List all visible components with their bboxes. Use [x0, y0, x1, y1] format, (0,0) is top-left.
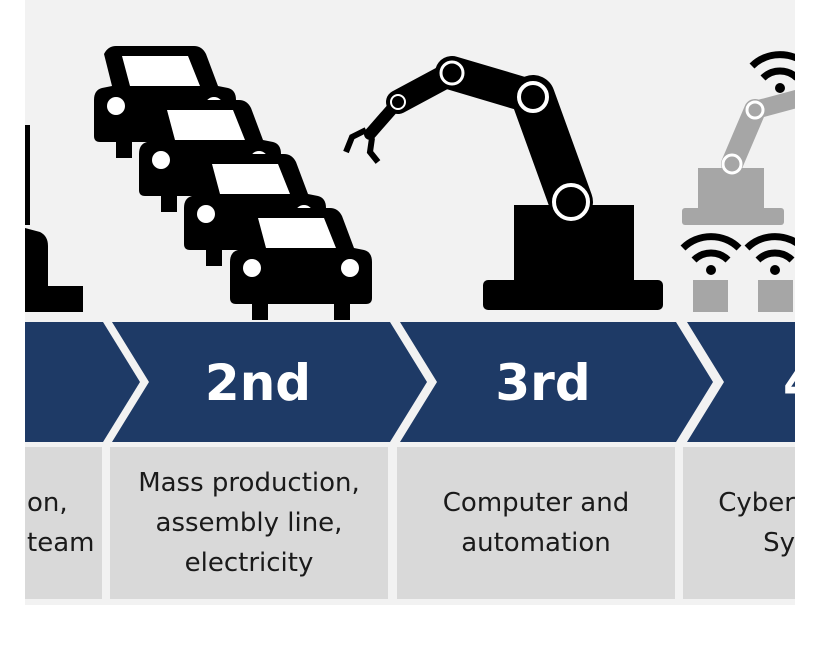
chevron-stage-4	[687, 322, 795, 442]
desc-line: assembly line,	[155, 508, 343, 538]
desc-line: Computer and	[442, 488, 630, 518]
stage-3-description: Computer and automation	[397, 447, 675, 599]
chevron-stage-3	[400, 322, 713, 442]
desc-line: Mass production,	[138, 468, 360, 498]
desc-line: Cyber	[718, 488, 795, 518]
stage-label-2nd: 2nd	[205, 354, 311, 412]
stage-label-3rd: 3rd	[495, 354, 590, 412]
robot-arm-icon	[343, 56, 663, 310]
chevron-stage-1	[25, 322, 140, 442]
cyber-robot-icon	[682, 55, 795, 312]
stage-label-4th: 4	[783, 354, 818, 412]
timeline-band: 2nd 3rd 4	[25, 322, 818, 442]
desc-line: automation	[461, 528, 611, 558]
desc-line: team	[27, 528, 95, 558]
stage-2-description: Mass production, assembly line, electric…	[110, 447, 388, 599]
desc-line: on,	[27, 488, 68, 518]
steam-machine-icon	[25, 125, 83, 312]
desc-line: Sy	[763, 528, 795, 558]
chevron-stage-2	[112, 322, 427, 442]
stage-4-description: Cyber Sy	[683, 447, 795, 599]
desc-line: electricity	[184, 548, 314, 578]
stage-1-description: on, team	[25, 447, 102, 599]
